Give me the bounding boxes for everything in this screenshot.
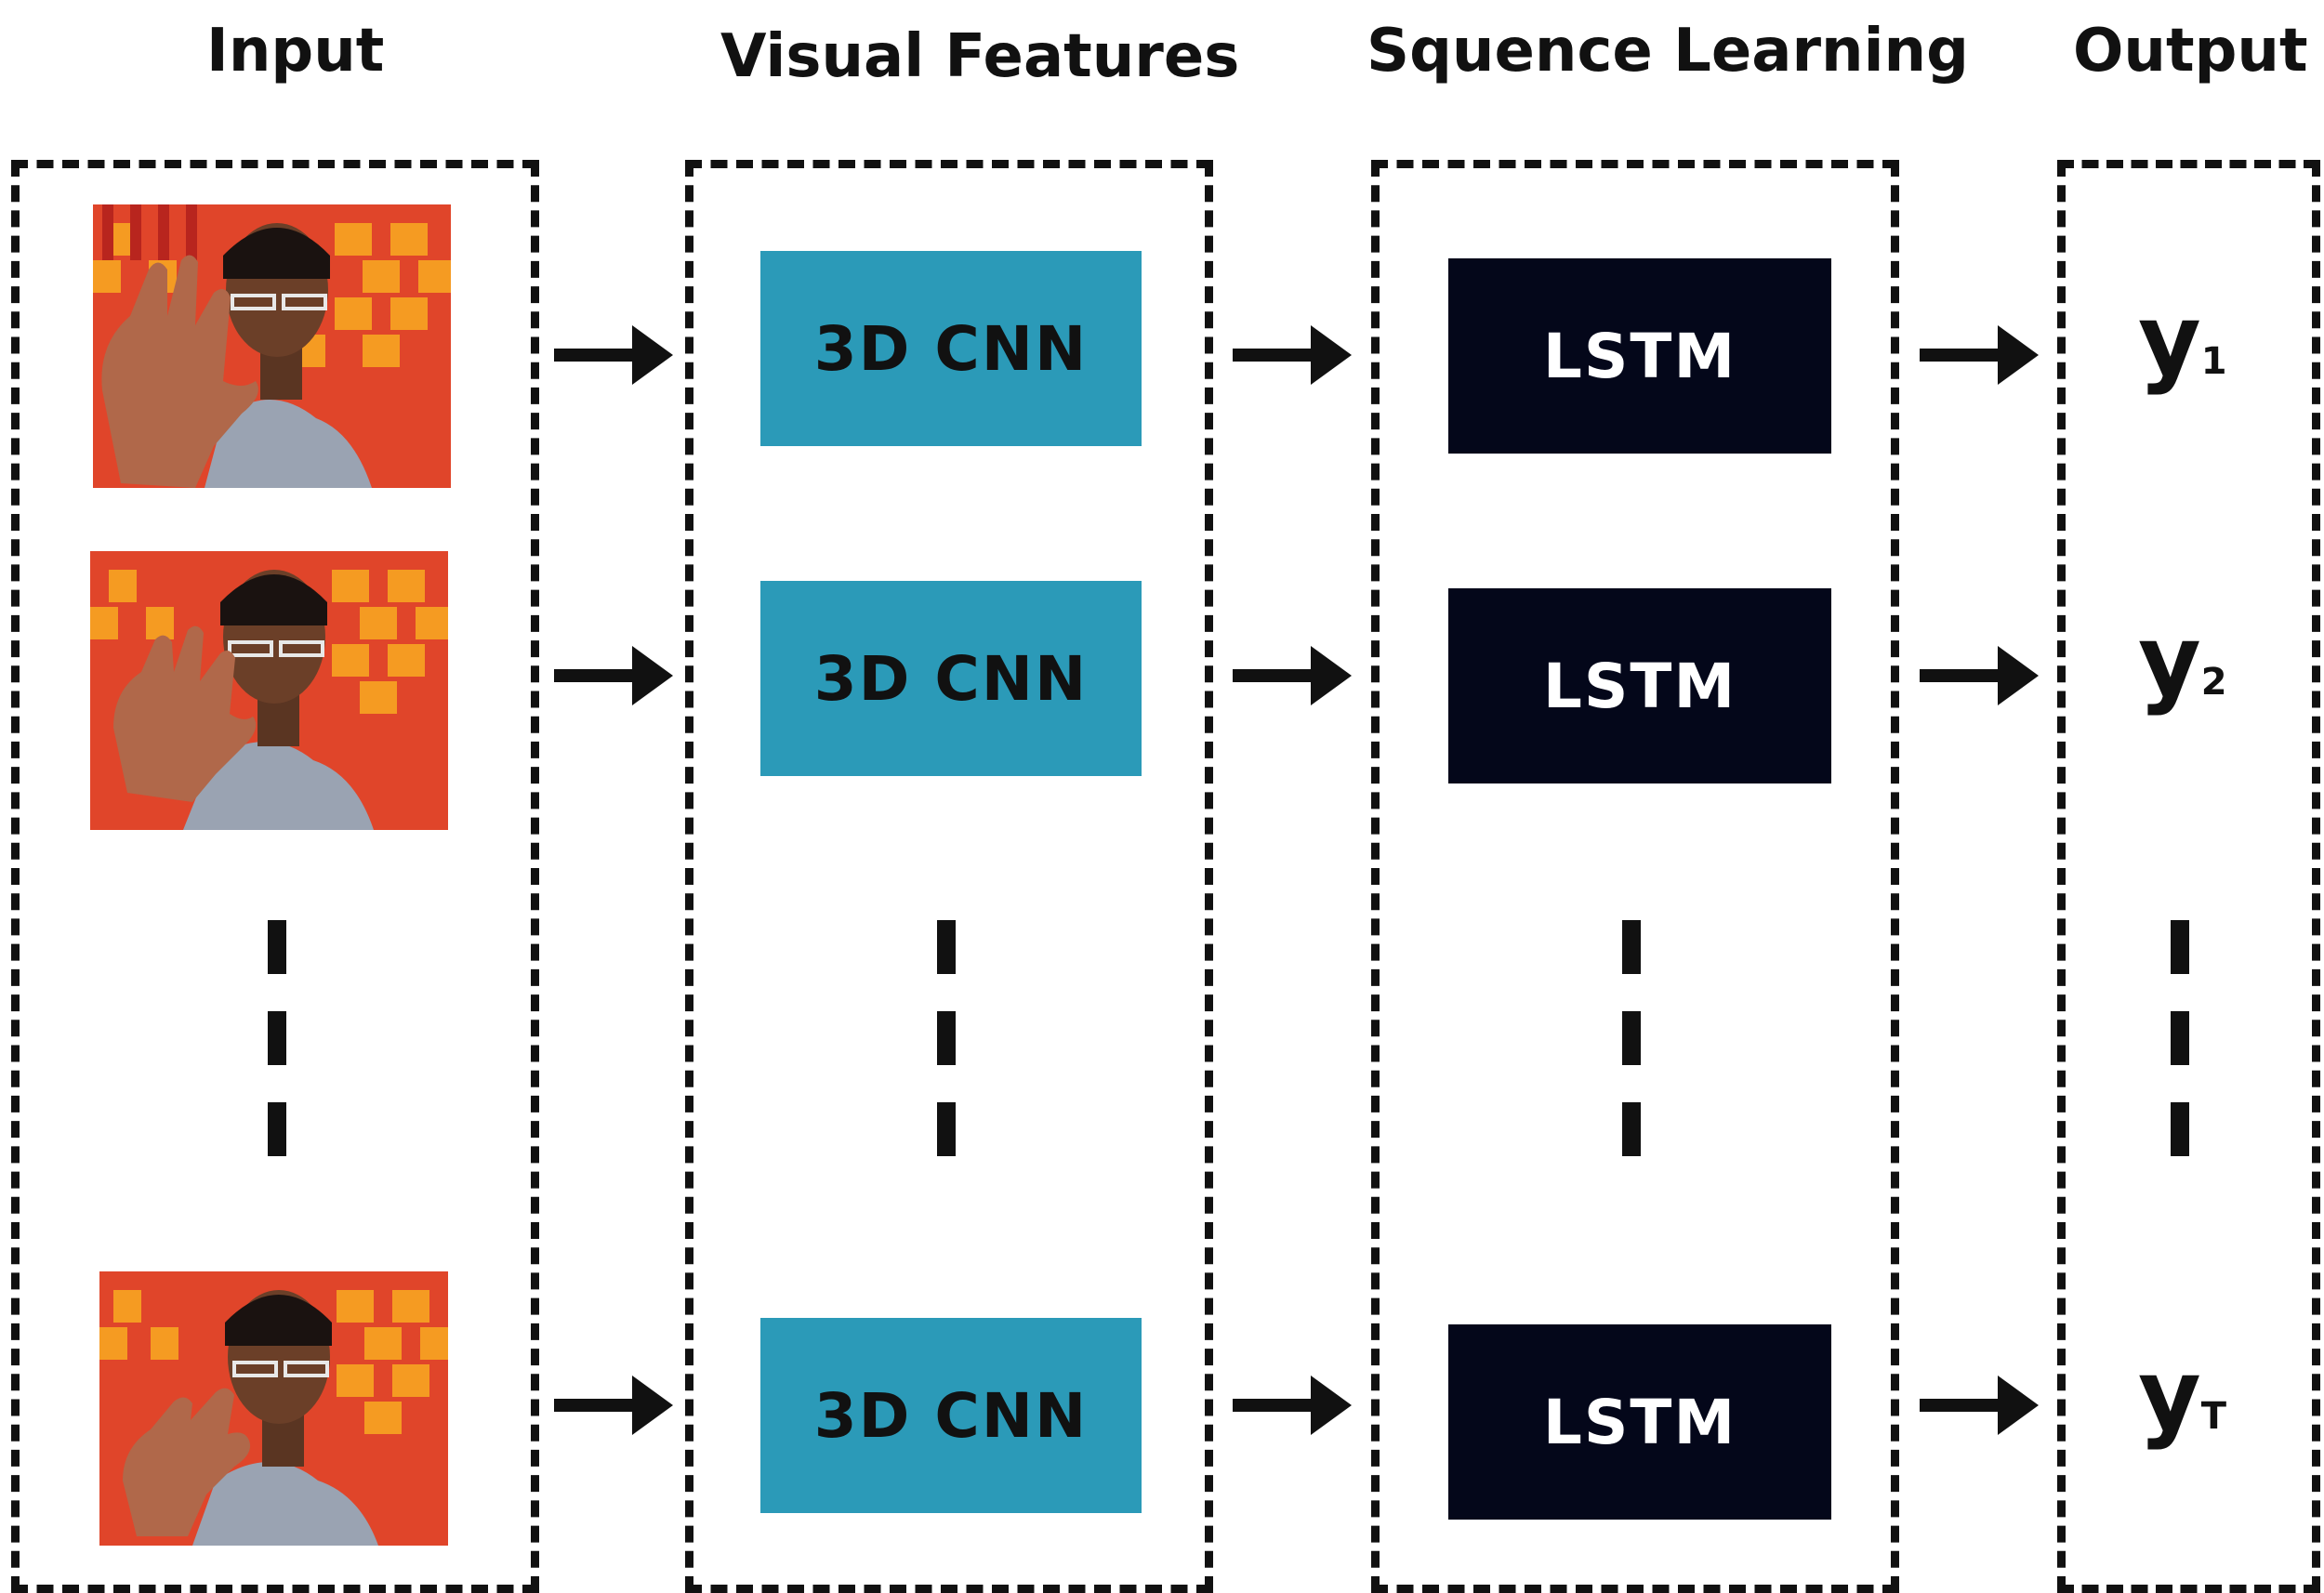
arrow-right-icon bbox=[1920, 646, 2039, 705]
cnn-block-T: 3D CNN bbox=[760, 1318, 1142, 1513]
arrow-right-icon bbox=[554, 1376, 673, 1435]
lstm-block-2: LSTM bbox=[1448, 588, 1831, 783]
input-frame-T bbox=[99, 1271, 448, 1546]
arrow-right-icon bbox=[1920, 325, 2039, 385]
lstm-block-1: LSTM bbox=[1448, 258, 1831, 454]
header-visual-features: Visual Features bbox=[720, 22, 1240, 91]
arrow-right-icon bbox=[1920, 1376, 2039, 1435]
arrow-right-icon bbox=[1233, 646, 1352, 705]
output-ellipsis-icon bbox=[2171, 920, 2189, 1156]
arrow-right-icon bbox=[554, 325, 673, 385]
header-sequence-learning: Squence Learning bbox=[1367, 17, 1969, 86]
sequence-learning-ellipsis-icon bbox=[1622, 920, 1641, 1156]
header-output: Output bbox=[2073, 17, 2308, 86]
output-subscript: 2 bbox=[2200, 661, 2227, 704]
arrow-right-icon bbox=[1233, 1376, 1352, 1435]
arrow-right-icon bbox=[1233, 325, 1352, 385]
output-column bbox=[2057, 160, 2320, 1593]
input-frame-2 bbox=[90, 551, 448, 830]
output-subscript: 1 bbox=[2200, 340, 2227, 383]
header-input: Input bbox=[206, 17, 385, 86]
output-subscript: T bbox=[2200, 1395, 2227, 1438]
output-y1: y1 bbox=[2138, 283, 2227, 397]
lstm-block-T: LSTM bbox=[1448, 1324, 1831, 1520]
input-ellipsis-icon bbox=[268, 920, 286, 1156]
visual-features-column bbox=[685, 160, 1213, 1593]
output-y2: y2 bbox=[2138, 604, 2227, 718]
output-variable: y bbox=[2138, 604, 2201, 718]
cnn-block-2: 3D CNN bbox=[760, 581, 1142, 776]
output-variable: y bbox=[2138, 283, 2201, 397]
input-frame-1 bbox=[93, 204, 451, 488]
cnn-block-1: 3D CNN bbox=[760, 251, 1142, 446]
output-variable: y bbox=[2138, 1338, 2201, 1452]
input-column bbox=[11, 160, 539, 1593]
output-yT: yT bbox=[2138, 1338, 2226, 1452]
sequence-learning-column bbox=[1371, 160, 1899, 1593]
visual-features-ellipsis-icon bbox=[937, 920, 956, 1156]
arrow-right-icon bbox=[554, 646, 673, 705]
